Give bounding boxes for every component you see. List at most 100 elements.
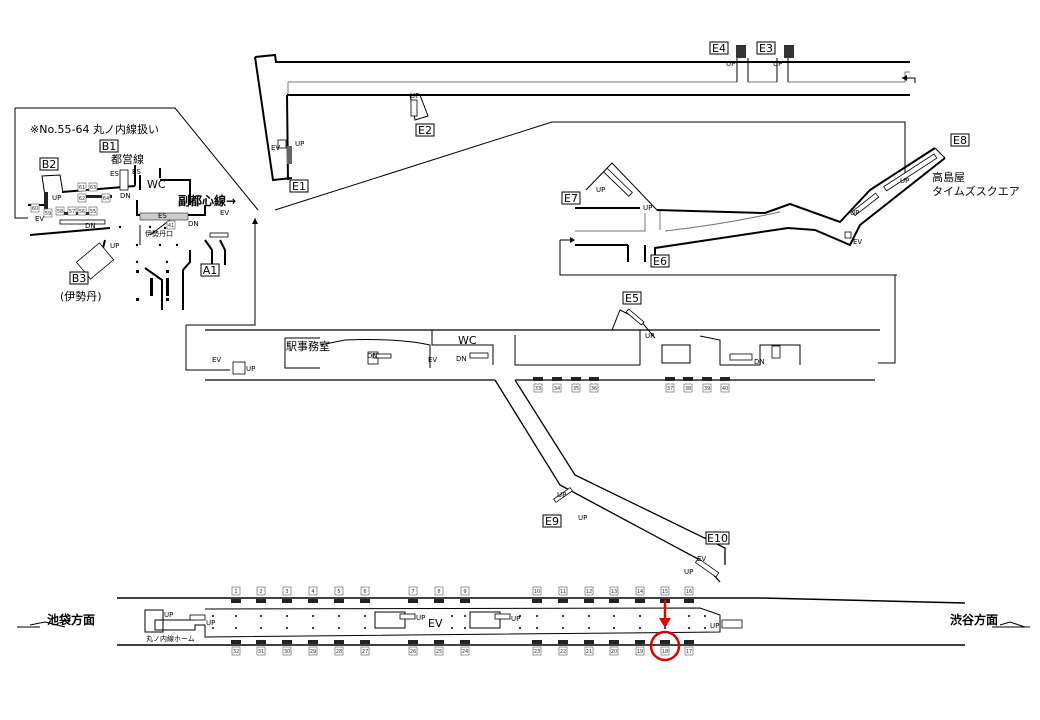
e9-up-label-1: UP [557, 491, 566, 499]
pillar [639, 615, 641, 617]
e2-up-label: UP [410, 92, 419, 100]
car-position-number: 56 [79, 209, 85, 215]
pillar [704, 627, 706, 629]
upper-corridor [254, 45, 916, 211]
exit-label: E2 [418, 124, 432, 137]
exit-b3[interactable]: B3 [69, 271, 89, 285]
exit-e4[interactable]: E4 [709, 41, 729, 55]
car-position-number: 7 [411, 589, 414, 595]
car-position-number: 40 [722, 386, 728, 392]
car-position-number: 3 [285, 589, 288, 595]
exit-b1[interactable]: B1 [99, 139, 119, 153]
exit-a1[interactable]: A1 [200, 263, 220, 277]
car-position-32: 32 [231, 640, 241, 656]
b-ev-label-2: EV [220, 209, 229, 217]
car-position-12: 12 [584, 586, 594, 603]
door-mark [584, 599, 594, 603]
pillar [451, 627, 453, 629]
door-mark [434, 599, 444, 603]
es-label-3: ES [158, 212, 167, 220]
exit-e9[interactable]: E9 [542, 514, 562, 528]
car-position-number: 61 [79, 185, 85, 191]
pillar [562, 627, 564, 629]
car-position-number: 30 [284, 649, 290, 655]
isetan-gate-label: 伊勢丹口 [145, 229, 173, 238]
car-position-1: 1 [231, 586, 241, 603]
pillar [536, 627, 538, 629]
door-mark [609, 599, 619, 603]
door-mark [558, 640, 568, 644]
car-position-22: 22 [558, 640, 568, 656]
car-position-4: 4 [308, 586, 318, 603]
car-position-number: 27 [362, 649, 368, 655]
exit-label: A1 [203, 264, 218, 277]
door-mark [571, 377, 581, 381]
door-mark [609, 640, 619, 644]
door-mark [584, 640, 594, 644]
takashimaya-label-2: タイムズスクエア [932, 184, 1020, 198]
door-mark [635, 640, 645, 644]
e7-up-label-2: UP [643, 204, 652, 212]
car-position-30: 30 [282, 640, 292, 656]
car-position-number: 16 [686, 589, 692, 595]
exit-e10[interactable]: E10 [705, 531, 730, 545]
es-label-1: ES [110, 170, 119, 178]
car-position-59: 59 [43, 208, 53, 218]
pillar [312, 627, 314, 629]
car-position-number: 4 [311, 589, 314, 595]
car-position-number: 32 [233, 649, 239, 655]
car-position-58: 58 [55, 206, 65, 216]
car-position-number: 29 [310, 649, 316, 655]
exit-e1[interactable]: E1 [289, 179, 309, 193]
car-position-64: 64 [101, 193, 111, 203]
car-position-number: 58 [57, 209, 63, 215]
es-label-2: ES [132, 168, 141, 176]
car-position-number: 60 [32, 206, 38, 212]
car-position-number: 12 [586, 589, 592, 595]
car-position-number: 19 [637, 649, 643, 655]
exit-e7[interactable]: E7 [561, 191, 581, 205]
exit-e5[interactable]: E5 [622, 291, 642, 305]
door-mark [558, 599, 568, 603]
door-mark [256, 599, 266, 603]
pillar [212, 627, 214, 629]
exit-e3[interactable]: E3 [756, 41, 776, 55]
pillar [588, 615, 590, 617]
concourse [185, 275, 896, 583]
exit-e6[interactable]: E6 [650, 254, 670, 268]
exit-e8[interactable]: E8 [950, 133, 970, 147]
pillar [639, 627, 641, 629]
car-position-number: 22 [560, 649, 566, 655]
door-mark [720, 377, 730, 381]
e3-up-label: UP [773, 60, 782, 68]
car-position-number: 55 [90, 209, 96, 215]
car-position-34: 34 [552, 377, 562, 393]
platform-up-label-2: UP [206, 619, 215, 627]
car-position-number: 24 [462, 649, 468, 655]
concourse-dn-label-3: DN [754, 358, 765, 366]
car-position-number: 35 [573, 386, 579, 392]
door-mark [408, 640, 418, 644]
car-position-18: 18 [660, 640, 670, 656]
exit-e2[interactable]: E2 [415, 123, 435, 137]
car-position-number: 17 [686, 649, 692, 655]
car-position-14: 14 [635, 586, 645, 603]
car-position-number: 14 [637, 589, 643, 595]
car-position-23: 23 [532, 640, 542, 656]
exit-b2[interactable]: B2 [39, 157, 59, 171]
pillar [286, 627, 288, 629]
marunouchi-platform-label: 丸ノ内線ホーム [146, 634, 195, 643]
pillar [260, 615, 262, 617]
platform-up-label-1: UP [164, 611, 173, 619]
car-position-17: 17 [684, 640, 694, 656]
concourse-up-label: UP [246, 365, 255, 373]
station-office-label: 駅事務室 [286, 339, 330, 353]
car-position-9: 9 [460, 586, 470, 603]
e5-up-label: UP [645, 332, 654, 340]
direction-ikebukuro: 池袋方面 [47, 612, 95, 627]
marunouchi-note: ※No.55-64 丸ノ内線扱い [30, 122, 159, 136]
e8-ev-label: EV [853, 238, 862, 246]
car-position-27: 27 [360, 640, 370, 656]
e7-up-label-1: UP [596, 186, 605, 194]
e8-up-label-2: UP [850, 209, 859, 217]
